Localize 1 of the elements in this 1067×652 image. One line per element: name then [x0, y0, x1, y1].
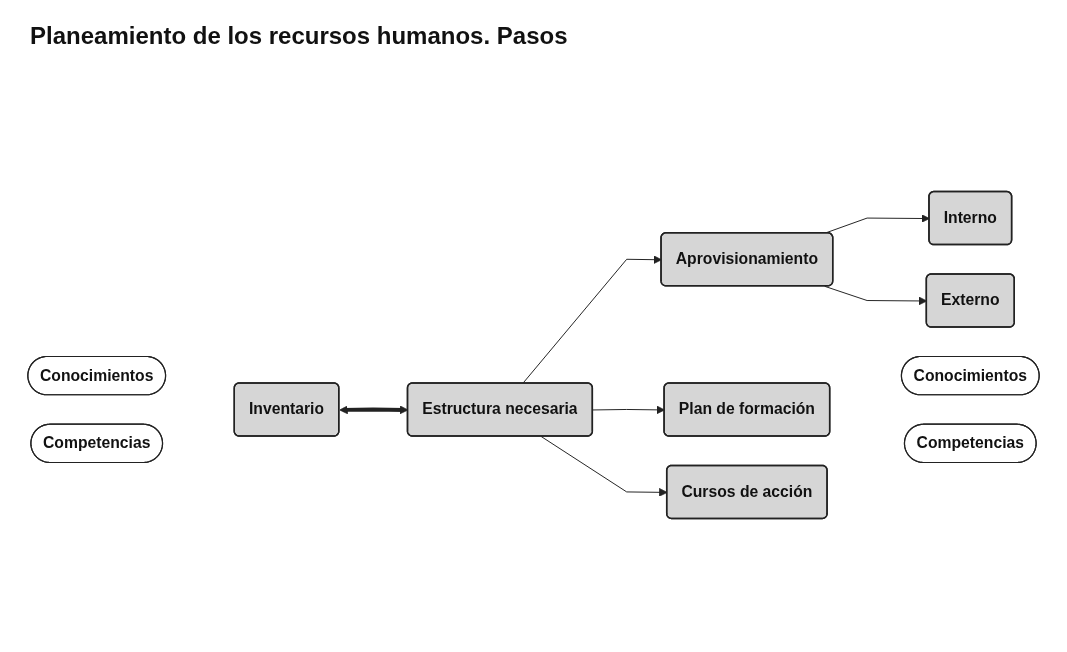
diagram-title: Planeamiento de los recursos humanos. Pasos: [30, 22, 569, 50]
